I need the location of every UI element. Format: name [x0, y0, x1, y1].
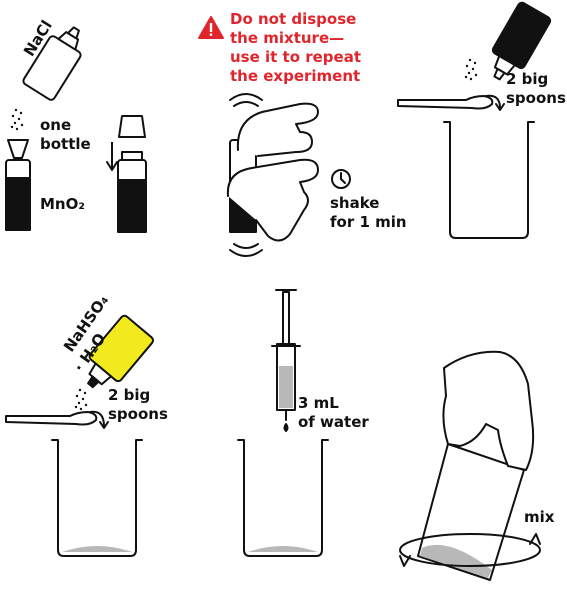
lower-hand — [226, 158, 319, 242]
water-amount-label: 3 mL of water — [298, 394, 369, 431]
nahso4-bottle — [87, 314, 154, 389]
step-3-beaker — [443, 121, 535, 239]
step-3-panel — [397, 1, 552, 239]
shake-label: shake for 1 min — [330, 194, 407, 231]
warning-triangle-icon — [198, 16, 224, 39]
step-4-amount-label: 2 big spoons — [108, 386, 168, 423]
upper-hand — [236, 102, 319, 157]
step-5-panel — [237, 289, 329, 557]
mno2-label: MnO₂ — [40, 195, 85, 213]
mixing-hand — [442, 350, 535, 471]
step-5-beaker — [237, 439, 329, 557]
timer-icon — [331, 169, 351, 189]
step-4-beaker — [51, 439, 143, 557]
step-4-panel — [5, 314, 154, 557]
step-3-amount-label: 2 big spoons — [506, 70, 566, 107]
mix-label: mix — [524, 508, 555, 526]
funnel — [7, 139, 29, 159]
nacl-bottle — [22, 26, 82, 101]
warning-text: Do not dispose the mixture— use it to re… — [230, 10, 362, 85]
dark-bottle — [491, 1, 552, 81]
step-3-grains — [464, 58, 478, 81]
vial-cap — [118, 115, 146, 138]
step-4-grains — [74, 388, 88, 411]
syringe — [271, 289, 301, 432]
step-1-amount-label: one bottle — [40, 116, 91, 153]
step-1-panel — [5, 26, 147, 233]
step-3-spoon — [397, 95, 494, 110]
step-4-spoon — [5, 411, 98, 426]
step-6-panel — [399, 350, 541, 581]
step-2-panel — [226, 93, 351, 257]
nacl-grains — [10, 108, 24, 131]
